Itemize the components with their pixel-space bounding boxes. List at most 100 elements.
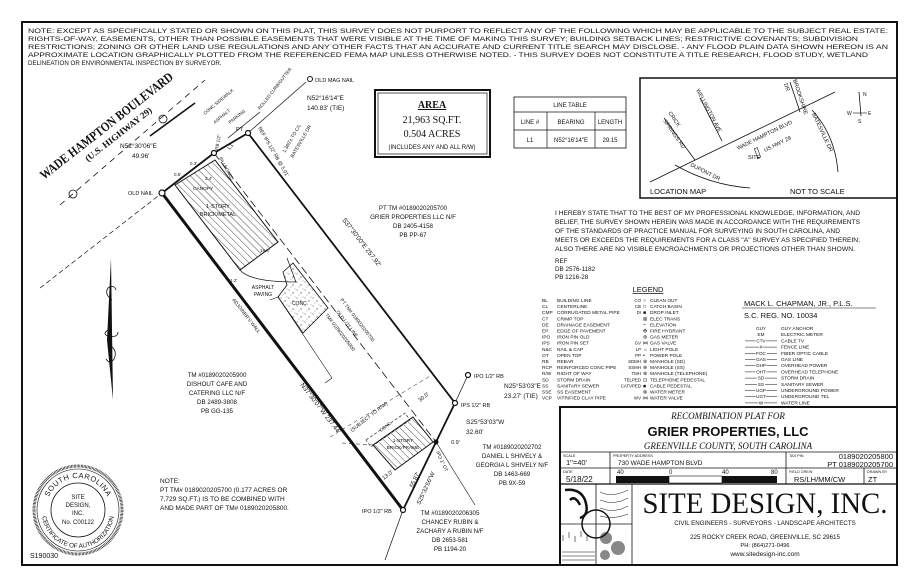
north-arrow-icon bbox=[104, 258, 119, 400]
sidewalk-edge bbox=[149, 102, 196, 137]
company-name: SITE DESIGN, INC. bbox=[643, 487, 888, 520]
legend-abbr: X bbox=[759, 345, 762, 350]
area-note: (INCLUDES ANY AND ALL R/W) bbox=[388, 145, 475, 151]
tax-pin-2: PT 0189020205700 bbox=[827, 460, 893, 469]
manhole-icon bbox=[158, 114, 168, 124]
legend-abbr: GUY bbox=[756, 326, 766, 331]
legend-abbr: VCP bbox=[542, 396, 552, 402]
dim-label: 0.9' bbox=[451, 440, 460, 446]
note-line: RIGHTS-OF-WAY, EASEMENTS, OTHER THAN POS… bbox=[28, 36, 858, 43]
compass-w: W bbox=[847, 111, 852, 117]
date-value: 5/18/22 bbox=[566, 475, 593, 484]
legend-desc: CRIMP TOP bbox=[557, 316, 583, 322]
parcel-label: TM #0189020206305 bbox=[421, 510, 480, 517]
legend-abbr: OHT bbox=[756, 369, 766, 374]
legend-symbol-icon: • bbox=[643, 353, 645, 359]
map-street-label: DR bbox=[782, 83, 790, 92]
road-centerline bbox=[59, 79, 206, 206]
legend-desc: MANHOLE (TELEPHONE) bbox=[650, 371, 708, 377]
compass-s: S bbox=[858, 119, 862, 125]
legend-abbr: SSE bbox=[542, 390, 552, 396]
line-table-cell: L1 bbox=[527, 138, 534, 144]
surveyor-registration: S.C. REG. NO. 10034 bbox=[744, 311, 817, 320]
plat-label: 49.96' bbox=[132, 153, 150, 160]
date-label: DATE bbox=[563, 470, 573, 474]
plat-label: 140.83' (TIE) bbox=[307, 105, 344, 112]
legend-desc: WATER VALVE bbox=[650, 396, 683, 402]
legend-abbr: R/W bbox=[542, 371, 552, 377]
dim-label: 0.5' bbox=[174, 172, 181, 177]
plat-label: BRICK/FRAME bbox=[387, 445, 420, 451]
ref-line: PB 1216-28 bbox=[555, 274, 589, 281]
legend-desc: CLEAN OUT bbox=[650, 298, 678, 304]
note-line: 7,729 SQ.FT.) IS TO BE COMBINED WITH bbox=[160, 496, 285, 503]
plat-label: L1 bbox=[227, 143, 235, 151]
company-phone: PH: (864)271-0496 bbox=[740, 543, 789, 549]
legend-symbol-icon: ⋈ bbox=[643, 396, 648, 402]
overhead-power-line bbox=[329, 375, 431, 438]
company-tagline: CIVIL ENGINEERS - SURVEYORS - LANDSCAPE … bbox=[674, 520, 856, 527]
legend-abbr: CL bbox=[542, 304, 548, 310]
address-label: PROPERTY ADDRESS bbox=[613, 454, 653, 458]
note-line: PT TM# 0189020205700 (0.177 ACRES OR bbox=[160, 487, 288, 494]
plat-label: RB 1/2" bbox=[214, 134, 222, 150]
right-of-way-line bbox=[39, 192, 163, 289]
legend-abbr: SD bbox=[542, 377, 549, 383]
parcel-label: TM #0189020202702 bbox=[483, 444, 542, 451]
legend-desc: NAIL & CAP bbox=[557, 347, 583, 353]
plat-label: CANOPY bbox=[193, 186, 214, 192]
legend-abbr: BL bbox=[542, 298, 548, 304]
parcel-label: GEORGIA L SHIVELY N/F bbox=[476, 462, 549, 469]
building-brick-metal bbox=[174, 159, 279, 271]
legend-symbol-icon: ○ bbox=[643, 298, 646, 304]
legend-symbol-icon: ⊕ bbox=[643, 335, 647, 341]
dim-label: 18.5' bbox=[260, 248, 270, 253]
legend-abbr: WV bbox=[634, 396, 641, 401]
parcel-label: PB 1194-20 bbox=[434, 546, 467, 553]
property-address: 730 WADE HAMPTON BLVD bbox=[618, 460, 703, 467]
legend-abbr: RB bbox=[542, 359, 549, 365]
legend-abbr: EM bbox=[758, 332, 765, 337]
parcel-label: DISHOUT CAFE AND bbox=[187, 381, 248, 388]
parcel-label: CHANCEY RUBIN & bbox=[422, 519, 480, 526]
legend-desc: LIGHT POLE bbox=[650, 347, 678, 353]
note-line: RESTRICTIONS; ZONING OR OTHER LAND USE R… bbox=[28, 44, 888, 51]
line-table: LINE TABLE LINE # BEARING LENGTH L1 N52°… bbox=[513, 96, 627, 149]
compass-icon: N S E W bbox=[847, 91, 872, 125]
tax-pin-1: 0189020205800 bbox=[839, 452, 893, 461]
map-site-label: SITE bbox=[748, 155, 761, 161]
dim-label: 11.2' bbox=[228, 278, 237, 283]
scale-label: SCALE bbox=[563, 454, 576, 458]
legend-desc: DROP INLET bbox=[650, 310, 679, 316]
line-table-title: LINE TABLE bbox=[553, 103, 586, 109]
legend-desc: SS EASEMENT bbox=[557, 390, 591, 396]
parcel-label: TM #0189020205900 bbox=[188, 372, 247, 379]
parcel-label: DB 2653-581 bbox=[432, 537, 469, 544]
note-line: DELINEATION OR ENVIRONMENTAL INSPECTION … bbox=[28, 60, 222, 67]
tax-pin-label: TAX PIN bbox=[789, 454, 804, 458]
legend-abbr: SDMH bbox=[628, 359, 641, 364]
legend-desc: MANHOLE (SD) bbox=[650, 359, 685, 365]
dim-label: 3.4' bbox=[205, 176, 212, 181]
area-box: AREA 21,963 SQ.FT. 0.504 ACRES (INCLUDES… bbox=[374, 89, 491, 158]
legend-abbr: IPO bbox=[542, 335, 551, 341]
seal-line: SITE bbox=[71, 495, 84, 501]
scalebar-label: 40 bbox=[722, 470, 729, 476]
legend-abbr: EP bbox=[542, 329, 548, 335]
legend-symbol-icon: ■ bbox=[643, 383, 646, 389]
legend-desc: SANITARY SEWER bbox=[781, 382, 824, 388]
parcel-label: PB GG-135 bbox=[201, 408, 234, 415]
iron-pin-icon bbox=[244, 129, 252, 137]
location-map-title: LOCATION MAP bbox=[650, 187, 706, 196]
legend-abbr: CTV bbox=[756, 338, 766, 343]
legend-desc: ELECTRIC METER bbox=[781, 332, 823, 338]
legend-symbol-icon: ⊠ bbox=[643, 316, 647, 322]
pin-label: IPO 1/2" RB bbox=[362, 509, 392, 515]
company-website: www.sitedesign-inc.com bbox=[729, 551, 799, 558]
site-marker bbox=[753, 147, 761, 159]
cert-line: BELIEF, THE SURVEY SHOWN HEREIN WAS MADE… bbox=[555, 219, 860, 226]
parcel-label: ZACHARY A RUBIN N/F bbox=[416, 528, 483, 535]
old-mag-nail-icon bbox=[307, 76, 313, 82]
parcel-label: PB PP-67 bbox=[399, 232, 427, 239]
